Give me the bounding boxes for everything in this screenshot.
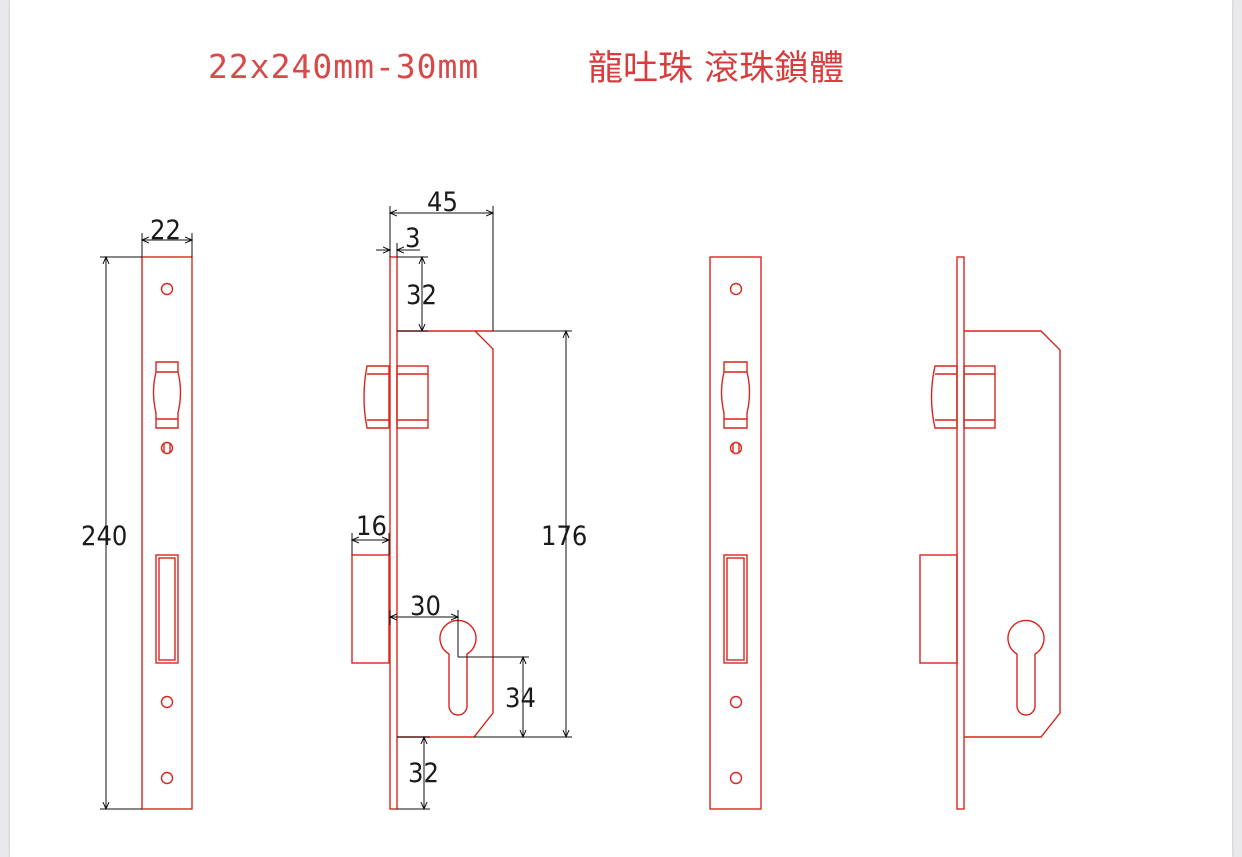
title-size-spec: 22x240mm-30mm (208, 47, 479, 86)
lock-body-side-view (351, 256, 494, 810)
dim-label-deadbolt-projection: 16 (356, 511, 387, 542)
lock-body-side-view-clean (919, 256, 1061, 810)
dim-label-bottom-offset: 32 (408, 758, 439, 789)
dimension-34: 34 (458, 657, 536, 737)
dimension-16: 16 (352, 511, 389, 555)
faceplate-front-view-clean (709, 256, 762, 810)
dimension-3: 3 (376, 223, 420, 257)
title-product-name: 龍吐珠 滾珠鎖體 (588, 49, 844, 89)
dimension-240: 240 (81, 257, 142, 809)
dim-label-backset: 45 (427, 187, 458, 218)
dim-label-faceplate-width: 22 (150, 215, 181, 246)
dimension-176: 176 (474, 331, 587, 737)
dim-label-top-offset: 32 (406, 280, 437, 311)
dim-label-cylinder-backset: 30 (410, 591, 441, 622)
dimension-45: 45 (390, 187, 493, 331)
dim-label-faceplate-length: 240 (81, 521, 127, 552)
faceplate-front-view (141, 256, 193, 810)
dimension-30: 30 (390, 591, 458, 657)
dimension-32-top: 32 (397, 257, 437, 331)
dimension-32-bottom: 32 (397, 737, 439, 809)
dim-label-body-height: 176 (541, 521, 587, 552)
dimension-22: 22 (142, 215, 192, 257)
dim-label-cylinder-height: 34 (505, 683, 536, 714)
dim-label-faceplate-thickness: 3 (405, 223, 420, 254)
